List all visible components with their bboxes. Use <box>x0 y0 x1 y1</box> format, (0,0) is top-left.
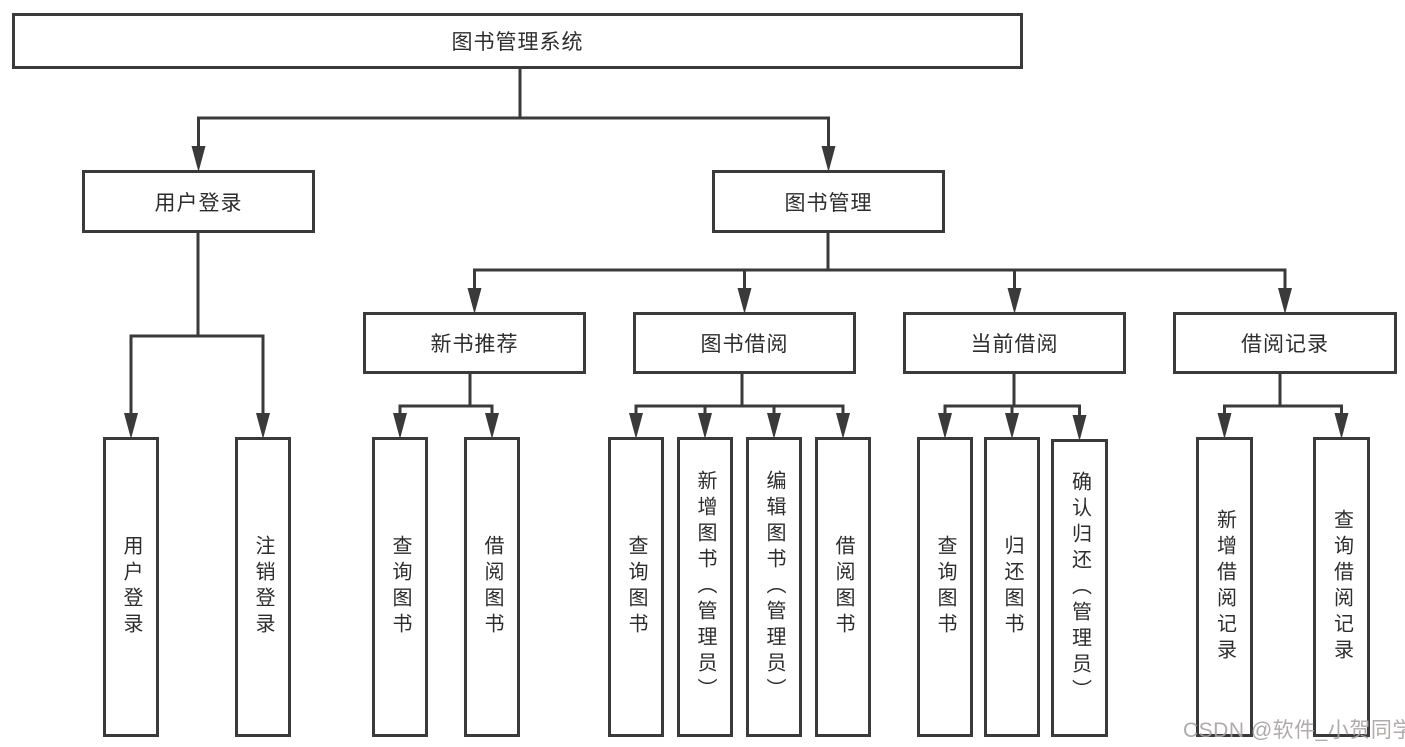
node-label: 新书推荐 <box>430 333 519 356</box>
node-leaf-cb-confirm: 确认归还（管理员） <box>1051 439 1108 737</box>
node-leaf-cb-query: 查询图书 <box>917 437 973 737</box>
node-leaf-bb-borrow: 借阅图书 <box>815 437 871 737</box>
node-leaf-logout: 注销登录 <box>235 437 291 737</box>
node-label: 图书借阅 <box>700 333 789 356</box>
connector-arrow <box>1005 413 1019 439</box>
node-root: 图书管理系统 <box>12 13 1023 69</box>
node-leaf-br-query: 查询借阅记录 <box>1313 437 1370 737</box>
node-label: 用户登录 <box>120 535 142 639</box>
connector-arrow <box>821 146 836 172</box>
node-label: 查询图书 <box>934 535 956 639</box>
node-leaf-bb-edit: 编辑图书（管理员） <box>746 437 802 737</box>
node-borrow-records: 借阅记录 <box>1173 312 1397 374</box>
connector-arrow <box>629 413 643 439</box>
connector-arrow <box>1072 415 1087 441</box>
connector-arrow <box>191 146 206 172</box>
node-label: 借阅图书 <box>832 535 854 639</box>
connector-arrow <box>767 413 781 439</box>
node-label: 新增图书（管理员） <box>694 470 716 704</box>
connector-arrow <box>124 413 138 439</box>
node-leaf-bb-add: 新增图书（管理员） <box>677 437 733 737</box>
connector-arrow <box>393 413 407 439</box>
node-label: 借阅记录 <box>1241 333 1329 356</box>
node-label: 确认归还（管理员） <box>1068 471 1091 705</box>
connector-arrow <box>737 288 752 314</box>
connector-arrow <box>698 413 712 439</box>
node-new-book-rec: 新书推荐 <box>363 312 586 374</box>
node-label: 用户登录 <box>154 191 243 215</box>
node-label: 归还图书 <box>1001 535 1023 639</box>
connector-arrow <box>1278 288 1292 314</box>
watermark: CSDN @软件_小贺同学 <box>1183 719 1405 742</box>
node-label: 借阅图书 <box>481 535 503 639</box>
connector-arrow <box>1334 413 1349 439</box>
connector-arrow <box>467 288 482 314</box>
node-book-mgmt: 图书管理 <box>712 170 945 233</box>
node-leaf-cb-return: 归还图书 <box>984 437 1040 737</box>
node-current-borrow: 当前借阅 <box>903 312 1126 374</box>
node-label: 图书管理系统 <box>451 31 584 54</box>
node-label: 图书管理 <box>784 191 873 215</box>
node-label: 查询图书 <box>389 535 411 639</box>
node-leaf-bb-query: 查询图书 <box>608 437 664 737</box>
node-label: 编辑图书（管理员） <box>763 470 785 704</box>
connector-arrow <box>938 413 952 439</box>
node-leaf-nb-query: 查询图书 <box>372 437 428 737</box>
connector-arrow <box>485 413 499 439</box>
node-leaf-br-add: 新增借阅记录 <box>1196 437 1253 737</box>
node-label: 当前借阅 <box>970 333 1059 356</box>
node-label: 注销登录 <box>252 535 274 639</box>
connector-arrow <box>836 413 850 439</box>
node-leaf-nb-borrow: 借阅图书 <box>464 437 520 737</box>
node-book-borrow: 图书借阅 <box>633 312 856 374</box>
node-label: 查询图书 <box>625 535 647 639</box>
connector-arrow <box>1007 288 1022 314</box>
node-user-login: 用户登录 <box>82 170 315 233</box>
node-leaf-user-login: 用户登录 <box>103 437 159 737</box>
node-label: 新增借阅记录 <box>1213 509 1236 665</box>
node-label: 查询借阅记录 <box>1330 509 1353 665</box>
connector-arrow <box>256 413 270 439</box>
connector-arrow <box>1217 413 1232 439</box>
